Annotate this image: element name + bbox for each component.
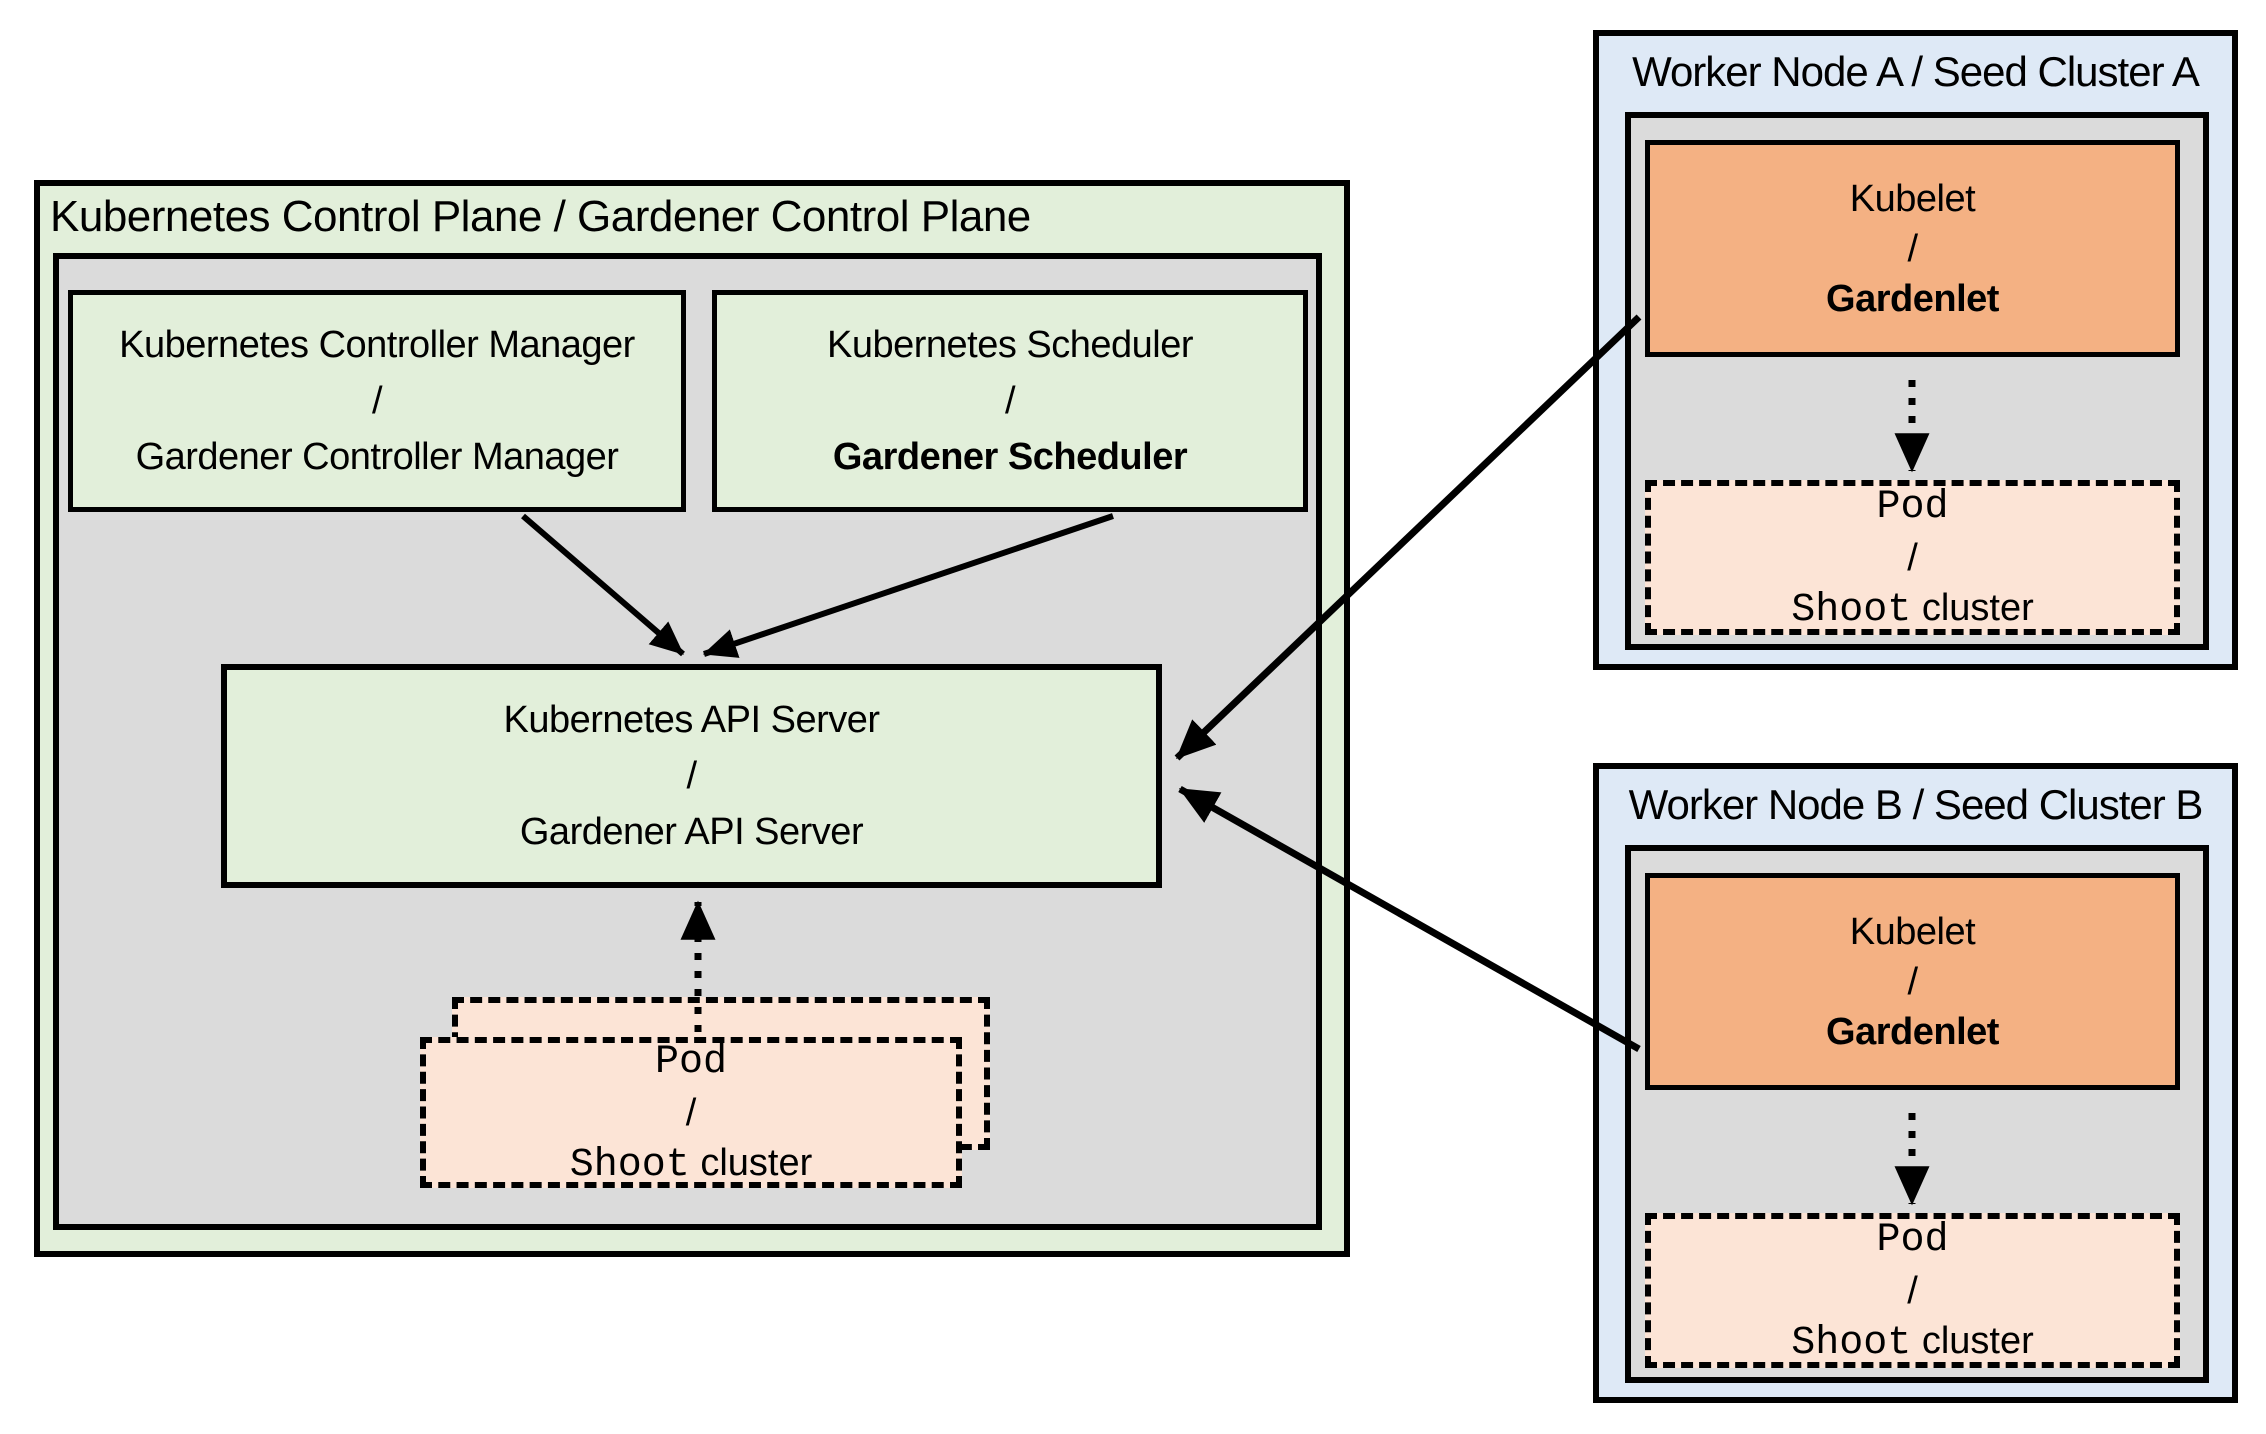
controller-manager-box: Kubernetes Controller Manager / Gardener… — [68, 290, 686, 512]
api-server-box: Kubernetes API Server / Gardener API Ser… — [221, 664, 1162, 888]
worker-node-a-title: Worker Node A / Seed Cluster A — [1632, 48, 2200, 95]
pod-worker-a-box: Pod / Shoot cluster — [1645, 480, 2180, 635]
pod-worker-b-box: Pod / Shoot cluster — [1645, 1213, 2180, 1368]
control-plane-title: Kubernetes Control Plane / Gardener Cont… — [50, 192, 1031, 241]
kubelet-worker-b-label: Kubelet / Gardenlet — [1826, 910, 1999, 1053]
pod-control-plane-label: Pod / Shoot cluster — [569, 1039, 813, 1188]
api-server-label: Kubernetes API Server / Gardener API Ser… — [503, 699, 880, 853]
kubelet-worker-a-box: Kubelet / Gardenlet — [1645, 140, 2180, 357]
worker-node-b-title: Worker Node B / Seed Cluster B — [1628, 781, 2204, 828]
pod-control-plane-box: Pod / Shoot cluster — [420, 1037, 962, 1188]
pod-worker-a-label: Pod / Shoot cluster — [1791, 484, 2034, 633]
kubelet-worker-a-label: Kubelet / Gardenlet — [1826, 177, 1999, 320]
scheduler-box: Kubernetes Scheduler / Gardener Schedule… — [712, 290, 1308, 512]
controller-manager-label: Kubernetes Controller Manager / Gardener… — [119, 324, 635, 478]
pod-worker-b-label: Pod / Shoot cluster — [1791, 1217, 2034, 1366]
scheduler-label: Kubernetes Scheduler / Gardener Schedule… — [826, 324, 1194, 478]
kubelet-worker-b-box: Kubelet / Gardenlet — [1645, 873, 2180, 1090]
